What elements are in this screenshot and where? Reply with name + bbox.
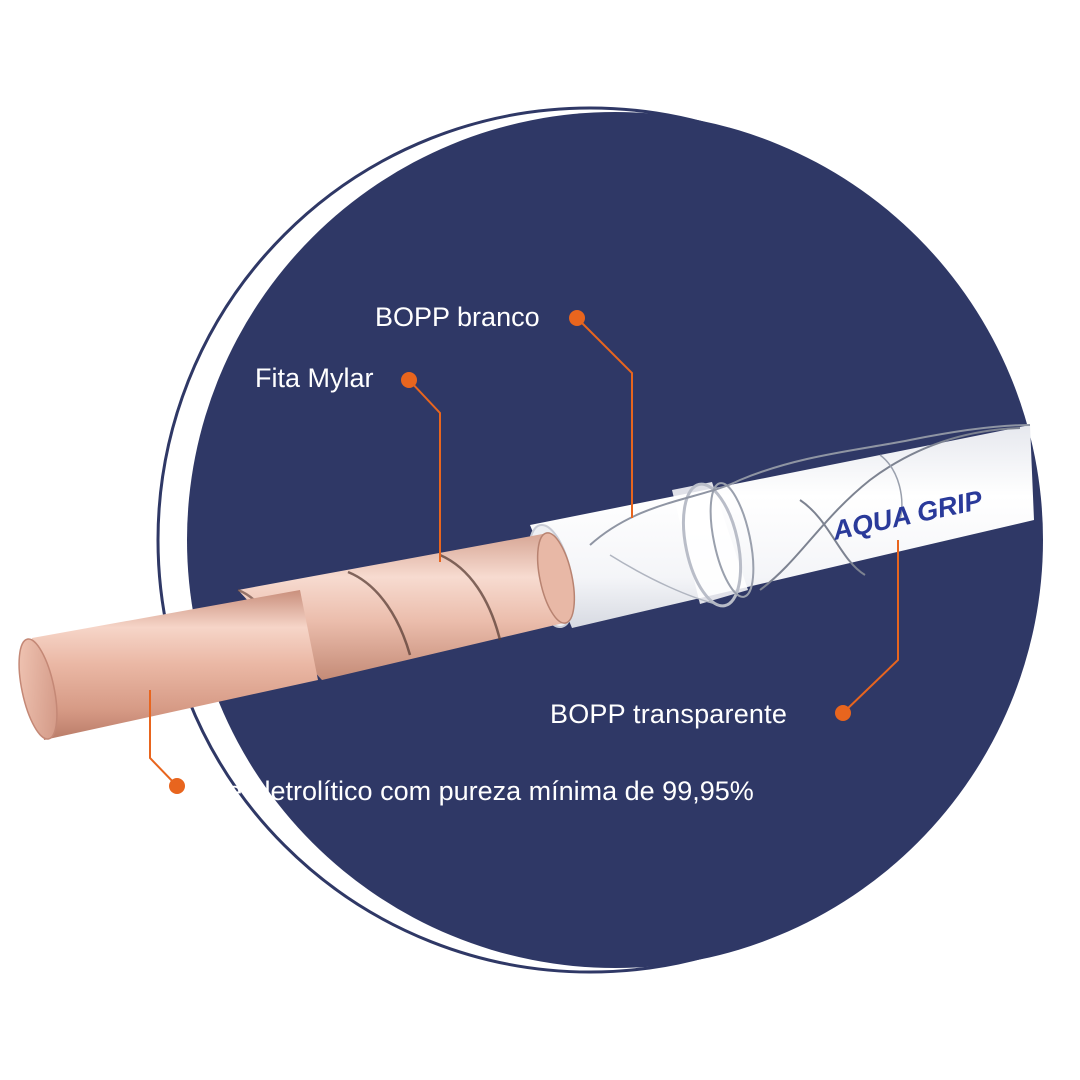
dot-bopp-transparente <box>835 705 851 721</box>
dot-cobre <box>169 778 185 794</box>
label-bopp-transparente: BOPP transparente <box>550 699 788 729</box>
copper-conductor <box>18 590 318 740</box>
label-fita-mylar: Fita Mylar <box>255 363 374 393</box>
dot-fita-mylar <box>401 372 417 388</box>
leader-lines <box>149 317 899 787</box>
leader-dots <box>169 310 851 794</box>
label-copper: re eletrolítico com pureza mínima de 99,… <box>218 776 754 806</box>
copper-end-face <box>18 638 58 740</box>
mylar-tape <box>237 532 576 680</box>
dot-bopp-branco <box>569 310 585 326</box>
label-bopp-branco: BOPP branco <box>375 302 540 332</box>
